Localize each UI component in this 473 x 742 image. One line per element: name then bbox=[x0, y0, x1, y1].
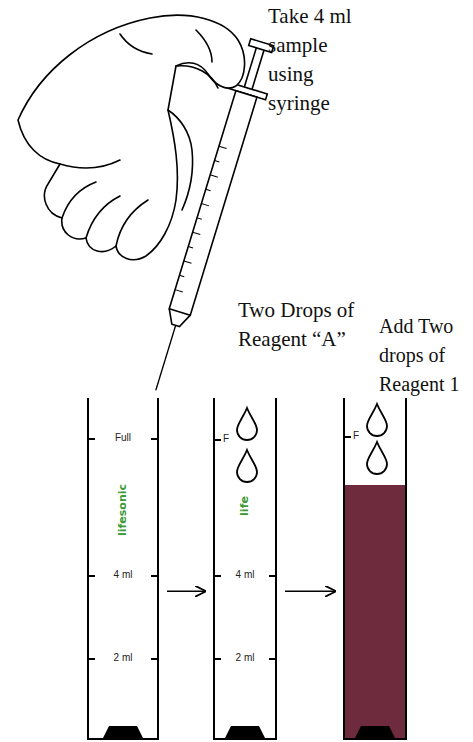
step-arrow bbox=[285, 590, 335, 592]
volume-mark: Full bbox=[89, 432, 157, 444]
tick-mark bbox=[151, 658, 157, 660]
volume-mark: 4 ml bbox=[89, 569, 157, 581]
test-tube: Flife 4 ml 2 ml bbox=[213, 398, 277, 740]
reagent-drops bbox=[237, 404, 387, 482]
step-caption: Add Two drops of Reagent 1 bbox=[379, 312, 471, 399]
volume-mark: 4 ml bbox=[215, 569, 275, 581]
tick-mark bbox=[215, 575, 221, 577]
tube-base bbox=[103, 726, 143, 738]
hand bbox=[18, 15, 245, 259]
tick-mark bbox=[345, 436, 351, 438]
test-tube: F bbox=[343, 398, 407, 740]
tube-base bbox=[225, 726, 265, 738]
volume-mark: F bbox=[352, 430, 360, 442]
step-caption: Two Drops of Reagent “A” bbox=[238, 296, 380, 354]
test-tube: Full lifesonic 4 ml 2 ml bbox=[87, 398, 159, 740]
step-caption: Take 4 ml sample using syringe bbox=[268, 2, 368, 118]
step-arrow bbox=[167, 590, 205, 592]
tick-mark bbox=[269, 575, 275, 577]
tube-base bbox=[355, 726, 395, 738]
volume-mark: 2 ml bbox=[215, 652, 275, 664]
tick-mark bbox=[151, 438, 157, 440]
tick-mark bbox=[269, 658, 275, 660]
volume-mark: 2 ml bbox=[89, 652, 157, 664]
sample-liquid bbox=[345, 485, 405, 738]
tick-mark bbox=[89, 575, 95, 577]
tick-mark bbox=[89, 658, 95, 660]
tick-mark bbox=[215, 658, 221, 660]
tick-mark bbox=[151, 575, 157, 577]
brand-logo: life bbox=[239, 496, 251, 516]
tick-mark bbox=[89, 438, 95, 440]
tick-mark bbox=[215, 439, 221, 441]
volume-mark: F bbox=[222, 433, 230, 445]
brand-logo: lifesonic bbox=[117, 484, 129, 536]
